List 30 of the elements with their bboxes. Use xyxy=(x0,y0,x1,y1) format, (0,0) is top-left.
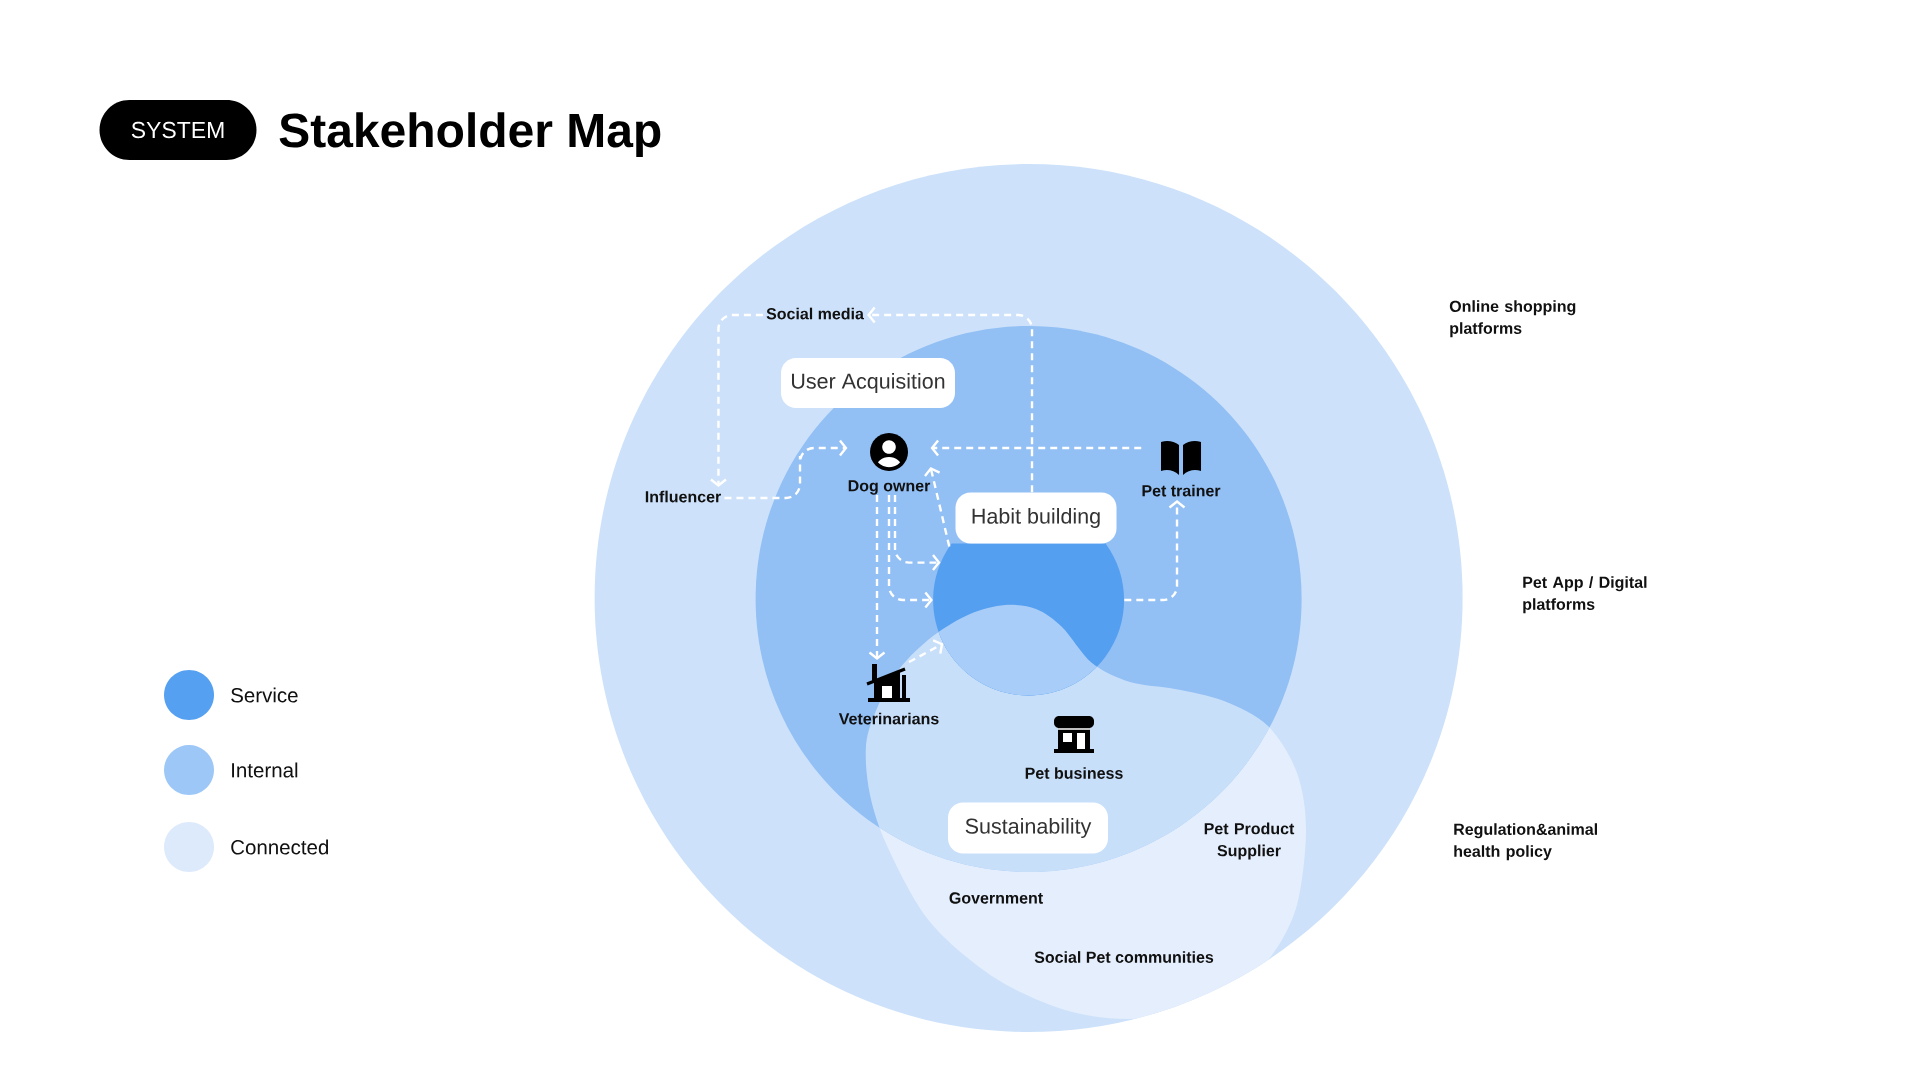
arrow xyxy=(930,439,1142,457)
theme-box: User Acquisition xyxy=(781,358,955,408)
stakeholder-label: Social media xyxy=(766,307,864,320)
arrow xyxy=(868,494,886,661)
stakeholder-label: Social Pet communities xyxy=(1034,951,1214,963)
theme-box: Habit building xyxy=(955,492,1117,544)
legend-label: Internal xyxy=(232,762,298,778)
arrow xyxy=(893,494,941,571)
title: Stakeholder Map xyxy=(279,112,661,157)
arrow xyxy=(724,439,848,500)
arrow xyxy=(867,306,1034,493)
theme-box: Sustainability xyxy=(948,802,1108,854)
stakeholder-label: Dog owner xyxy=(848,480,931,495)
stakeholder-label: Regulation&animal health policy xyxy=(1454,823,1597,861)
arrow xyxy=(710,313,763,488)
stakeholder-label: Government xyxy=(949,892,1043,904)
stakeholder-label: Online shopping platforms xyxy=(1449,300,1576,338)
stakeholder-label: Influencer xyxy=(645,490,721,503)
arrow xyxy=(1124,499,1186,602)
arrow xyxy=(908,639,944,664)
arrow xyxy=(924,467,951,547)
stakeholder-label: Pet business xyxy=(1025,767,1123,779)
stakeholder-label: Pet trainer xyxy=(1142,484,1221,497)
stakeholder-label: Pet App / Digital platforms xyxy=(1523,576,1647,614)
arrow xyxy=(887,494,933,609)
legend-label: Connected xyxy=(231,839,329,855)
stakeholder-label: Pet Product Supplier xyxy=(1204,822,1295,860)
category-badge: SYSTEM xyxy=(99,100,257,160)
stakeholder-label: Veterinarians xyxy=(838,712,939,725)
legend-label: Service xyxy=(231,687,298,703)
